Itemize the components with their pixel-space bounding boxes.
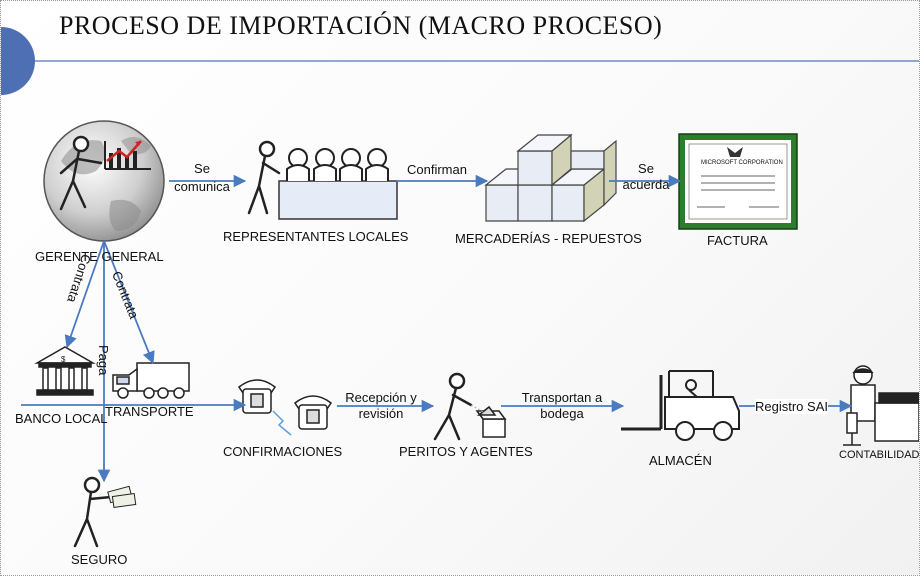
arrow-contrata-banco bbox=[64, 240, 105, 349]
globe-icon bbox=[43, 120, 165, 242]
edge-label-se-acuerda-2: acuerda bbox=[622, 177, 670, 192]
node-label-factura: FACTURA bbox=[707, 233, 768, 248]
insurance-payer-icon bbox=[73, 476, 113, 548]
open-box-icon bbox=[475, 405, 507, 438]
page-title: PROCESO DE IMPORTACIÓN (MACRO PROCESO) bbox=[59, 11, 663, 40]
inspection-dash-shape bbox=[470, 404, 486, 414]
bank-building-icon: $ bbox=[34, 346, 96, 396]
truck-icon bbox=[112, 362, 190, 399]
edge-label-transportan-1: Transportan a bbox=[521, 390, 603, 405]
node-label-contabilidad: CONTABILIDAD bbox=[839, 449, 920, 461]
node-label-almacen: ALMACÉN bbox=[649, 453, 712, 468]
node-label-representantes: REPRESENTANTES LOCALES bbox=[223, 229, 409, 244]
money-bills-icon bbox=[107, 485, 137, 509]
node-label-confirmaciones: CONFIRMACIONES bbox=[223, 444, 343, 459]
node-label-gerente: GERENTE GENERAL bbox=[35, 249, 164, 264]
meeting-table-icon bbox=[278, 148, 398, 220]
inspector-figure-icon bbox=[433, 372, 473, 441]
telephone-icon bbox=[237, 379, 277, 414]
growth-chart-icon bbox=[104, 140, 151, 170]
edge-label-paga: Paga bbox=[96, 345, 111, 376]
edge-label-se-comunica-2: comunica bbox=[174, 179, 230, 194]
edge-label-recepcion-1: Recepción y bbox=[345, 390, 417, 405]
executive-figure-icon bbox=[59, 135, 103, 211]
node-label-transporte: TRANSPORTE bbox=[105, 404, 194, 419]
telephone-icon bbox=[293, 395, 333, 430]
merchandise-boxes-icon bbox=[484, 133, 617, 223]
presenter-figure-icon bbox=[247, 140, 281, 215]
svg-text:$: $ bbox=[61, 355, 66, 364]
certificate-icon bbox=[678, 133, 798, 230]
phone-signal-shape bbox=[272, 410, 292, 436]
edge-label-confirman: Confirman bbox=[407, 162, 467, 177]
edge-label-registro: Registro SAI bbox=[755, 399, 828, 414]
arrow-contrata-transporte bbox=[103, 240, 155, 365]
corner-circle-shape bbox=[1, 27, 35, 95]
edge-label-recepcion-2: revisión bbox=[358, 406, 404, 421]
edge-label-se-acuerda-1: Se bbox=[638, 161, 654, 176]
node-label-seguro: SEGURO bbox=[71, 552, 128, 567]
edge-label-se-comunica-1: Se bbox=[194, 161, 210, 176]
node-label-peritos: PERITOS Y AGENTES bbox=[399, 444, 533, 459]
accountant-desk-icon bbox=[843, 365, 919, 446]
node-label-mercaderias: MERCADERÍAS - REPUESTOS bbox=[455, 231, 642, 246]
certificate-text: MICROSOFT CORPORATION bbox=[701, 160, 783, 166]
node-label-banco: BANCO LOCAL bbox=[15, 411, 108, 426]
forklift-icon bbox=[621, 370, 740, 441]
edge-label-transportan-2: bodega bbox=[540, 406, 584, 421]
